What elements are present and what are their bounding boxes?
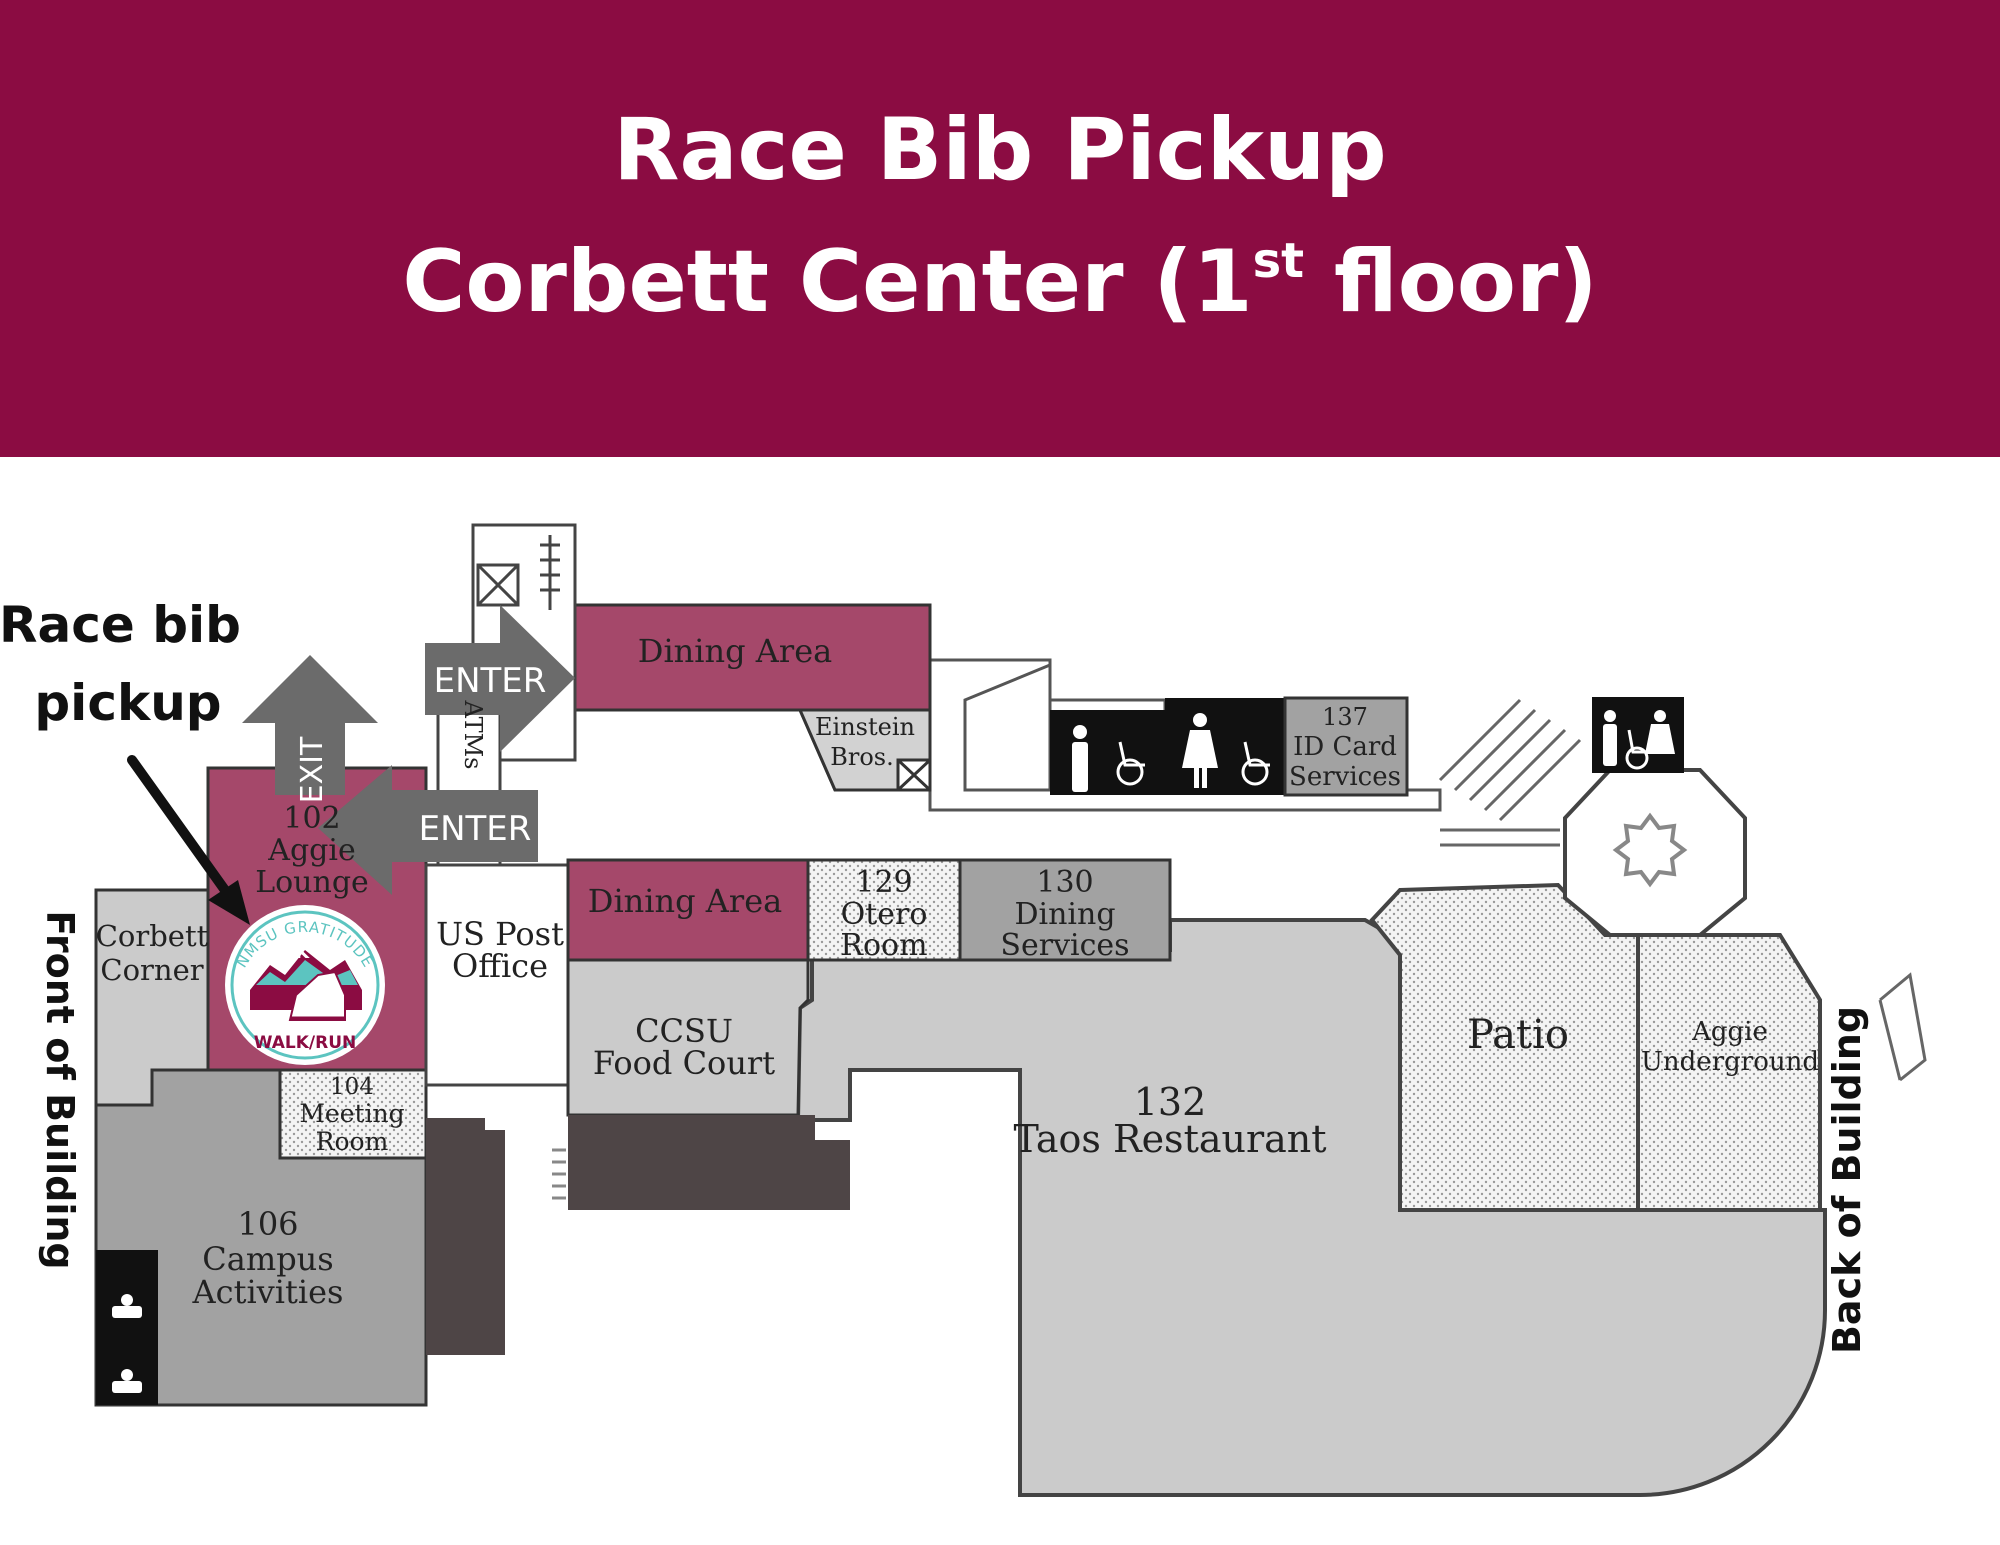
- enter-arrow-mid: [318, 765, 538, 895]
- label-otero-2: Room: [840, 928, 927, 963]
- label-ccsu-2: Food Court: [593, 1044, 775, 1082]
- label-id-2: Services: [1289, 762, 1401, 792]
- label-dining-svc-2: Services: [1000, 928, 1129, 963]
- label-aggie-lounge-num: 102: [283, 801, 340, 836]
- gratitude-5k-badge: 5K NMSU GRATITUDE WALK/RUN: [225, 905, 385, 1065]
- label-post-1: US Post: [436, 915, 564, 953]
- label-underground-1: Aggie: [1691, 1017, 1768, 1047]
- rotunda-octagon: [1563, 768, 1747, 937]
- label-meeting-1: Meeting: [299, 1099, 404, 1128]
- compass-star-icon: [1612, 812, 1688, 888]
- back-of-building-label: Back of Building: [1825, 1006, 1869, 1354]
- service-block-mid: [568, 1115, 850, 1210]
- elevator-icon: [896, 758, 932, 792]
- stairs-right: [1438, 698, 1927, 1082]
- page-subtitle: Corbett Center (1st floor): [0, 232, 2000, 332]
- label-underground-2: Underground: [1641, 1047, 1819, 1077]
- accessible-icon: [1116, 729, 1649, 786]
- label-taos-1: Taos Restaurant: [1013, 1117, 1326, 1161]
- label-meeting-2: Room: [316, 1127, 389, 1156]
- callout-line-1: Race bib: [0, 596, 241, 654]
- label-aggie-lounge-2: Lounge: [255, 865, 369, 900]
- subtitle-end: floor): [1304, 232, 1598, 332]
- subtitle-sup: st: [1252, 233, 1305, 289]
- restroom-icon: [1072, 710, 1675, 792]
- enter-arrow-top-label: ENTER: [434, 661, 547, 701]
- enter-arrow-top: [425, 605, 575, 752]
- label-otero-num: 129: [855, 865, 912, 900]
- label-post-2: Office: [452, 947, 548, 985]
- label-einstein-2: Bros.: [830, 743, 894, 771]
- label-corbett-1: Corbett: [96, 919, 209, 953]
- badge-distance: 5K: [283, 942, 311, 963]
- exit-arrow: [242, 655, 378, 795]
- badge-bottom-text: WALK/RUN: [254, 1033, 356, 1053]
- label-dining-svc-1: Dining: [1014, 897, 1115, 932]
- dining-services-room: [958, 858, 1172, 962]
- label-patio: Patio: [1467, 1012, 1569, 1058]
- label-campus-1: Campus: [202, 1240, 333, 1278]
- title-banner: Race Bib Pickup Corbett Center (1st floo…: [0, 0, 2000, 457]
- label-aggie-lounge-1: Aggie: [267, 833, 355, 868]
- label-atms: ATMs: [459, 700, 487, 770]
- label-otero-1: Otero: [841, 897, 928, 932]
- stairs-small: [552, 1148, 566, 1200]
- id-card-services-room: [1283, 696, 1409, 797]
- enter-arrow-mid-label: ENTER: [419, 809, 532, 849]
- label-campus-2: Activities: [192, 1273, 344, 1311]
- label-dining-top: Dining Area: [638, 632, 832, 670]
- label-id-1: ID Card: [1293, 732, 1397, 762]
- restroom-block-1: [1050, 710, 1165, 795]
- label-campus-num: 106: [237, 1205, 298, 1243]
- callout-arrow: [127, 755, 250, 925]
- taos-restaurant-area: [795, 918, 1827, 1497]
- label-dining-svc-num: 130: [1036, 865, 1093, 900]
- label-dining-mid: Dining Area: [588, 882, 782, 920]
- front-of-building-label: Front of Building: [38, 910, 82, 1269]
- label-einstein-1: Einstein: [815, 713, 915, 741]
- label-corbett-2: Corner: [100, 953, 203, 987]
- label-taos-num: 132: [1134, 1080, 1207, 1124]
- running-shoe-icon: [288, 970, 346, 1021]
- meeting-room: [278, 1068, 428, 1160]
- label-ccsu-1: CCSU: [635, 1012, 733, 1050]
- label-id-num: 137: [1322, 703, 1368, 731]
- page-title: Race Bib Pickup: [613, 100, 1387, 200]
- us-post-office-room: [424, 863, 570, 1087]
- exit-arrow-label: EXIT: [295, 736, 330, 803]
- restroom-block-2: [1165, 698, 1285, 795]
- restroom-icon-left: [112, 1294, 142, 1393]
- service-block-left: [426, 1118, 505, 1355]
- subtitle-main: Corbett Center (1: [402, 232, 1253, 332]
- label-meeting-num: 104: [330, 1074, 374, 1100]
- callout-line-2: pickup: [34, 674, 221, 732]
